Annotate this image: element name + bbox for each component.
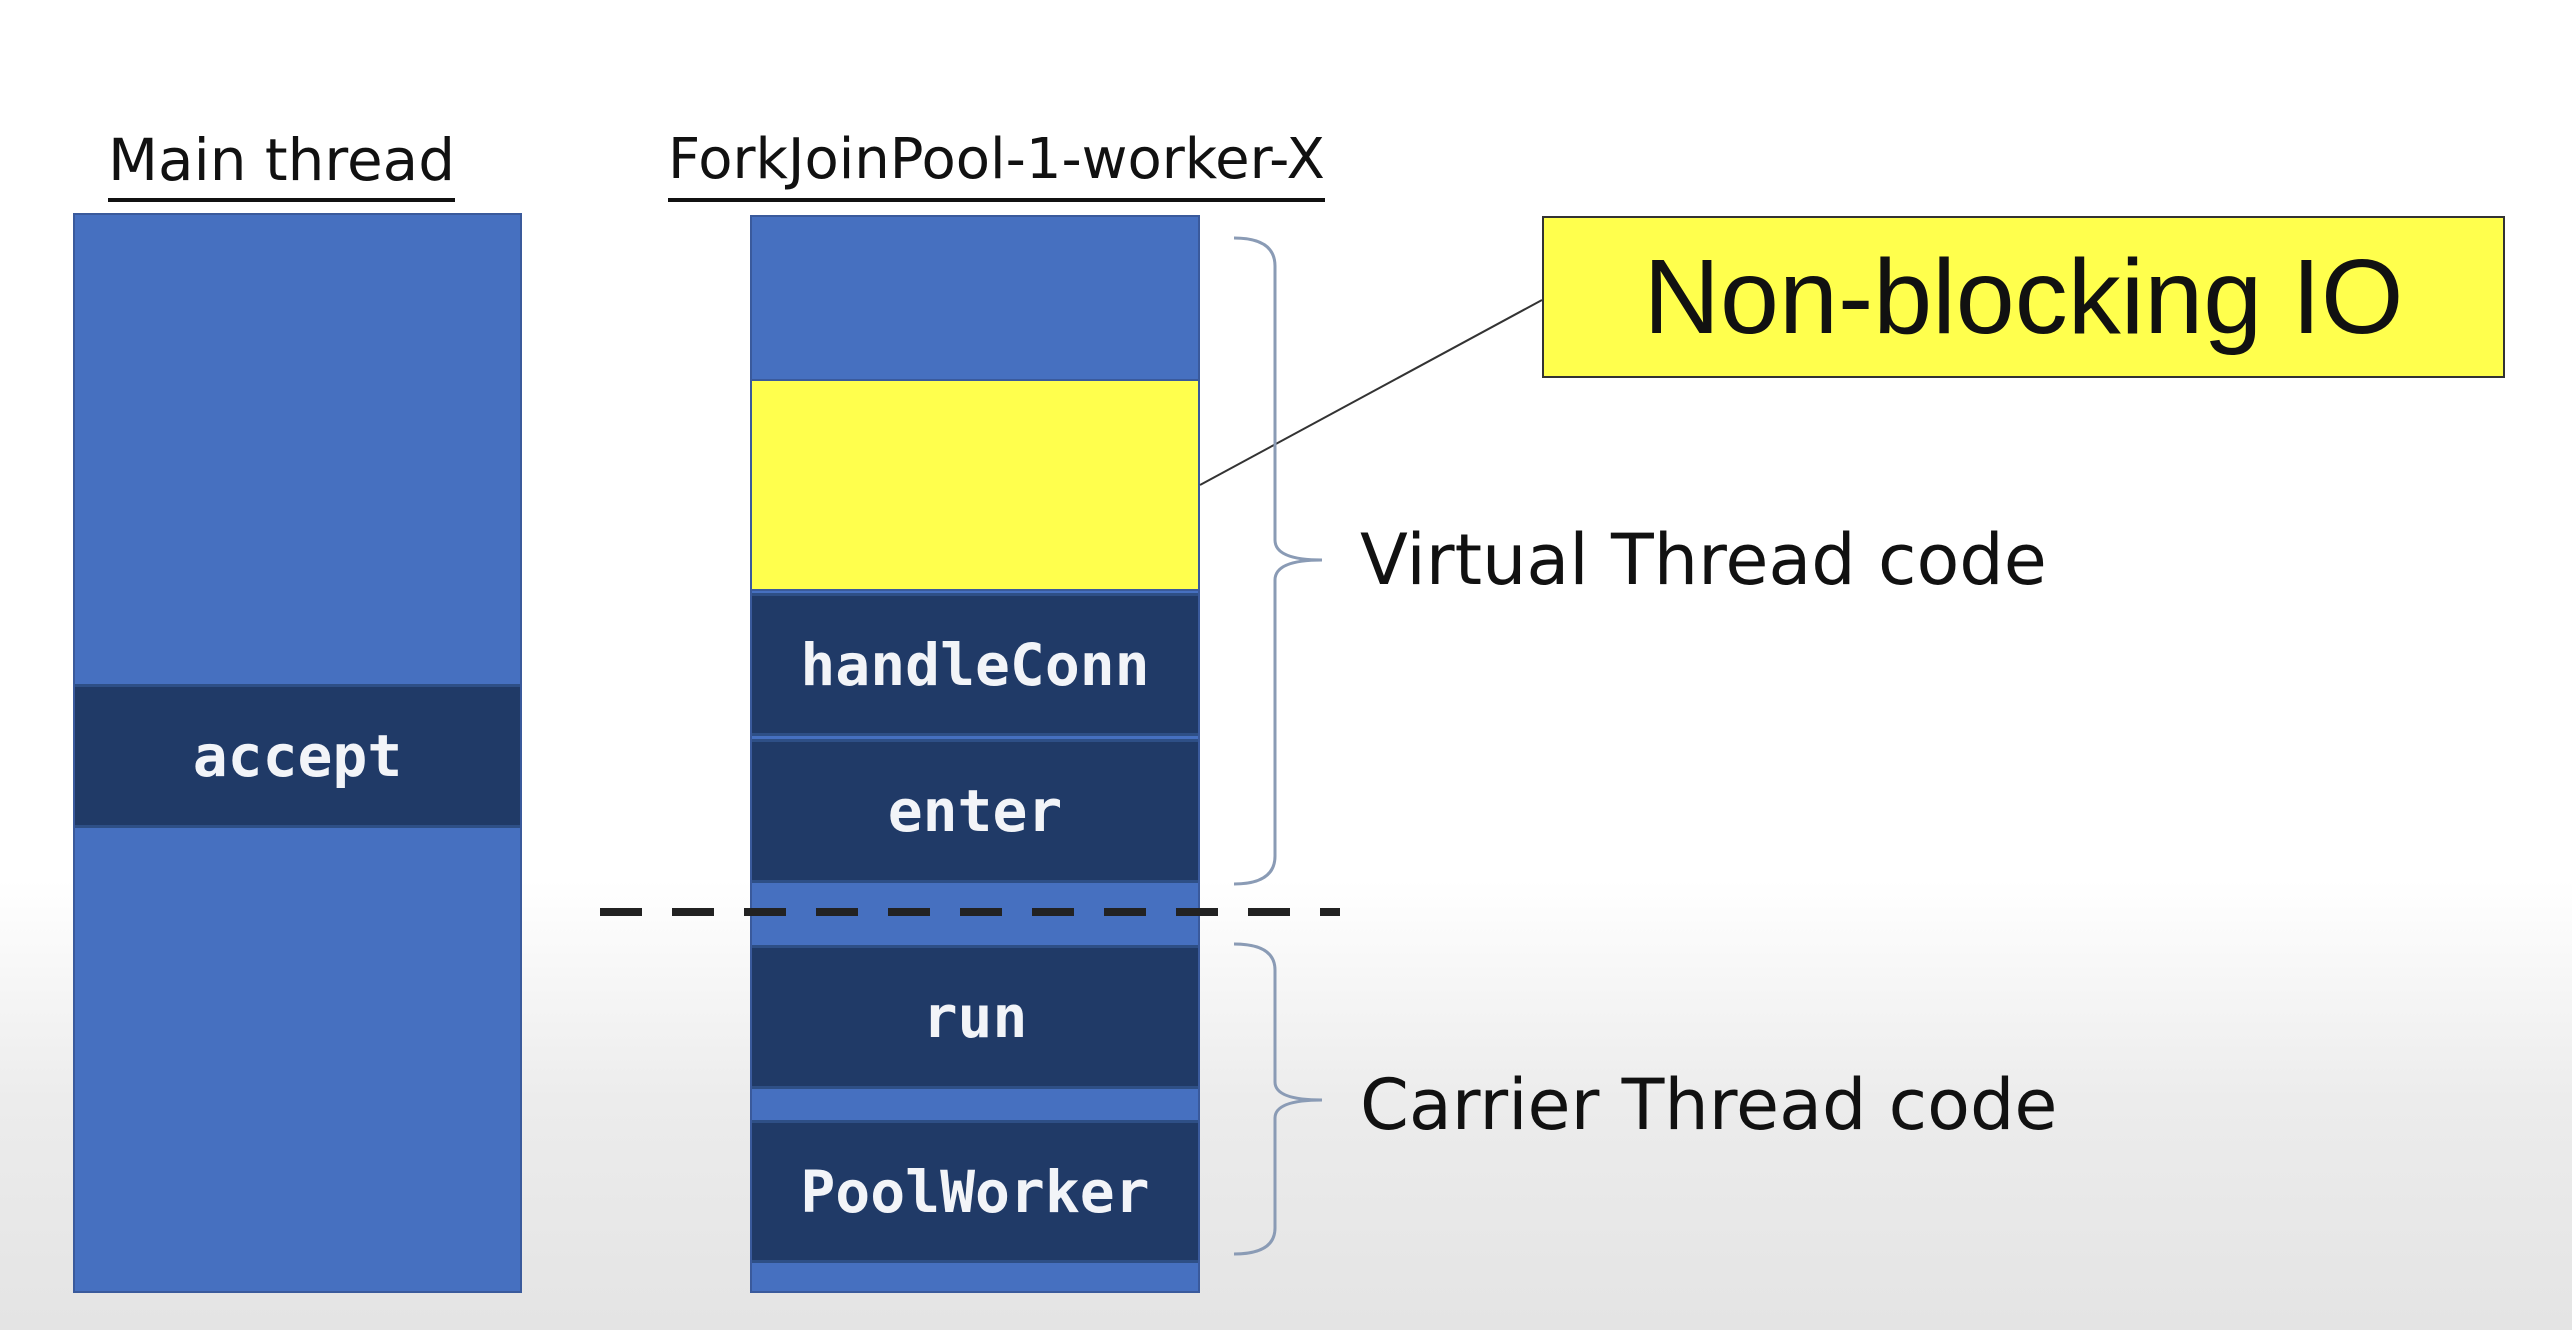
stack-frame-poolworker: PoolWorker (752, 1120, 1198, 1263)
stack-frame-enter: enter (752, 739, 1198, 883)
worker-thread-stack: handleConn enter run PoolWorker (750, 215, 1200, 1293)
stack-frame-run: run (752, 945, 1198, 1089)
stack-frame-accept: accept (75, 684, 520, 828)
main-thread-heading: Main thread (108, 118, 490, 202)
non-blocking-io-frame (752, 379, 1198, 591)
carrier-thread-code-label: Carrier Thread code (1360, 1064, 2058, 1146)
stack-frame-handleconn: handleConn (752, 593, 1198, 736)
main-thread-heading-text: Main thread (108, 122, 456, 202)
worker-thread-heading: ForkJoinPool-1-worker-X (668, 118, 1420, 202)
non-blocking-io-callout: Non-blocking IO (1542, 216, 2505, 378)
main-thread-stack: accept (73, 213, 522, 1293)
virtual-thread-code-label: Virtual Thread code (1360, 519, 2047, 601)
virtual-thread-brace (1233, 236, 1323, 886)
worker-thread-heading-text: ForkJoinPool-1-worker-X (668, 122, 1325, 202)
callout-leader-line (1199, 299, 1543, 486)
carrier-thread-brace (1233, 942, 1323, 1256)
